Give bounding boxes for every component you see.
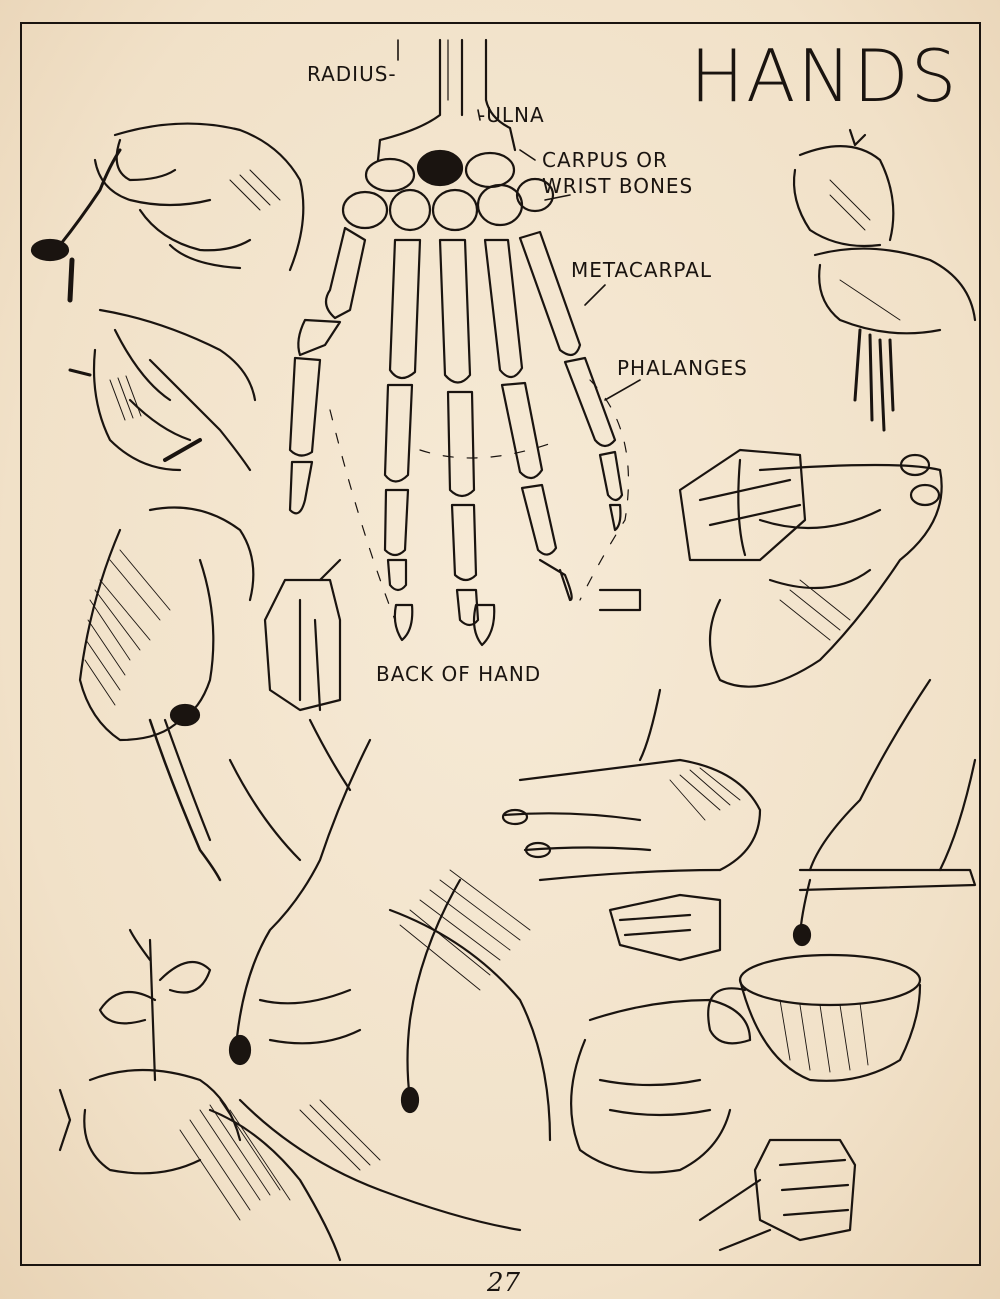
label-carpus-line2: WRIST BONES [542, 174, 694, 198]
page-title: HANDS [690, 34, 959, 118]
skeleton-hand-illustration [288, 38, 630, 647]
label-radius: RADIUS- [307, 62, 397, 86]
hand-resting-on-arm-sketch [228, 738, 552, 1232]
hand-gripping-rail-sketch [792, 678, 977, 947]
label-back-of-hand: BACK OF HAND [376, 662, 542, 686]
label-carpus-line1: CARPUS OR [542, 148, 668, 172]
relaxed-hand-pointing-sketch [501, 758, 762, 882]
fist-studies-sketch [598, 448, 943, 762]
label-ulna: -ULNA [478, 103, 545, 127]
hand-with-cigarette-sketch [68, 308, 257, 472]
label-phalanges: PHALANGES [617, 356, 748, 380]
hand-holding-cup-sketch [570, 953, 922, 1174]
page-number: 27 [487, 1268, 521, 1298]
label-leader-lines [397, 39, 641, 401]
label-metacarpal: METACARPAL [571, 258, 713, 282]
blocky-hand-sketch [263, 558, 352, 792]
hands-squeezing-cloth-sketch [792, 128, 977, 432]
hand-holding-spoon-sketch [30, 122, 305, 303]
hand-gripping-stick-sketch [78, 506, 302, 882]
page-border [20, 22, 981, 1266]
block-fist-sketch [698, 1138, 857, 1252]
hand-holding-plant-sketch [58, 928, 342, 1262]
small-block-hand-sketch [608, 893, 722, 962]
